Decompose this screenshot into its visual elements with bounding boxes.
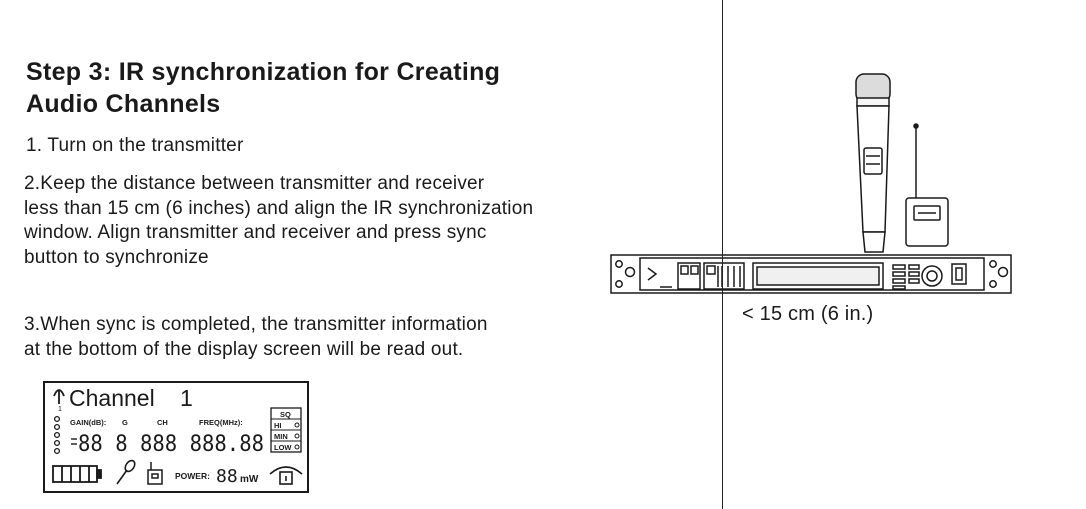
lcd-hi-label: HI <box>274 421 282 430</box>
lcd-ch-label: CH <box>157 418 168 427</box>
step-2-line: less than 15 cm (6 inches) and align the… <box>24 197 534 219</box>
lcd-channel-label: Channel <box>69 385 155 411</box>
step-3-text: 3.When sync is completed, the transmitte… <box>24 313 584 362</box>
receiver-unit-icon <box>610 254 1012 294</box>
step-2-line: 2.Keep the distance between transmitter … <box>24 173 485 194</box>
battery-icon <box>52 465 102 483</box>
bodypack-transmitter-icon <box>905 123 949 247</box>
lcd-g-label: G <box>122 418 128 427</box>
distance-label: < 15 cm (6 in.) <box>742 303 874 325</box>
sync-arrow-icon <box>71 438 77 445</box>
lcd-power-unit: mW <box>240 474 259 485</box>
page-title: Step 3: IR synchronization for Creating … <box>26 56 626 120</box>
step-3-line: at the bottom of the display screen will… <box>24 338 464 360</box>
title-line-1: Step 3: IR synchronization for Creating <box>26 58 501 86</box>
lcd-segment-readout: 88 8 888 888.88 <box>78 432 264 457</box>
handheld-microphone-icon <box>855 73 891 253</box>
lock-icon <box>269 466 303 485</box>
title-line-2: Audio Channels <box>26 90 221 118</box>
lcd-frame <box>43 381 309 493</box>
lcd-gain-label: GAIN(dB): <box>70 418 106 427</box>
step-2-line: button to synchronize <box>24 246 209 268</box>
lcd-low-label: LOW <box>274 443 292 452</box>
microphone-icon <box>116 459 136 485</box>
squelch-panel <box>270 407 302 453</box>
lcd-min-label: MIN <box>274 432 288 441</box>
level-meter-icon <box>53 415 61 455</box>
step-2-text: 2.Keep the distance between transmitter … <box>24 172 624 270</box>
bodypack-icon <box>147 462 163 485</box>
step-1-text: 1. Turn on the transmitter <box>26 135 244 156</box>
alignment-line <box>722 0 723 509</box>
lcd-freq-label: FREQ(MHz): <box>199 418 243 427</box>
step-3-line: 3.When sync is completed, the transmitte… <box>24 314 488 335</box>
lcd-channel-number: 1 <box>180 385 193 411</box>
svg-text:1: 1 <box>58 406 62 413</box>
antenna-icon <box>53 389 65 404</box>
lcd-power-label: POWER: <box>175 471 210 481</box>
lcd-sq-label: SQ <box>280 410 291 419</box>
step-2-line: window. Align transmitter and receiver a… <box>24 222 487 243</box>
lcd-power-value: 88 <box>216 466 238 487</box>
